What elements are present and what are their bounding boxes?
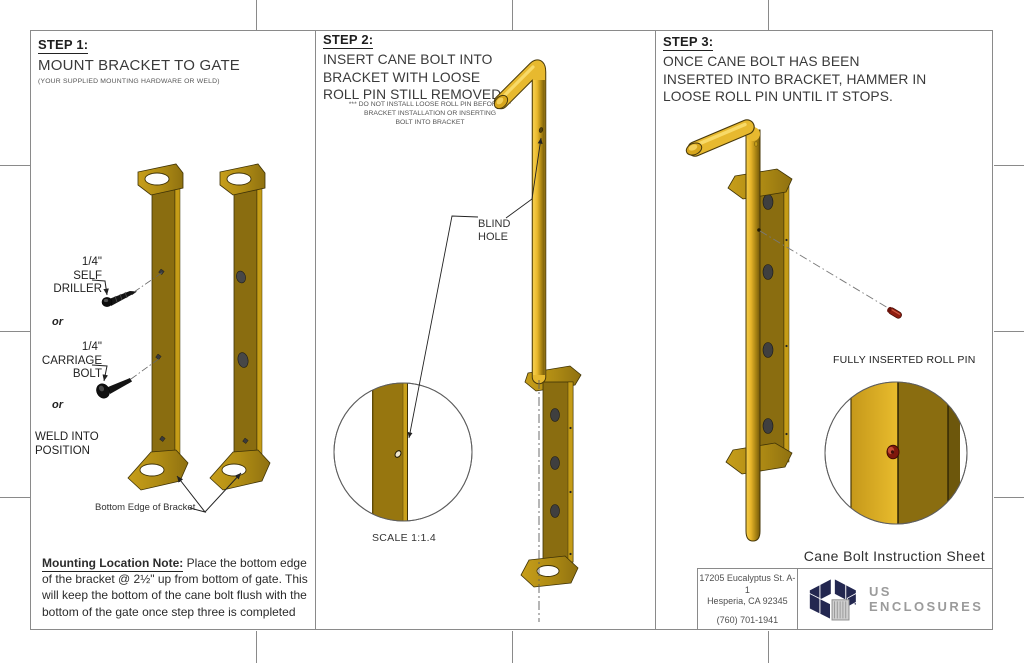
- leader-blind-hole-detail: [407, 215, 479, 439]
- projection-line: [133, 271, 164, 293]
- company-brand-name: US ENCLOSURES: [868, 584, 984, 614]
- zone-tick: [768, 0, 769, 30]
- mounting-note: Mounting Location Note: Place the bottom…: [42, 555, 318, 620]
- bracket-illustration: [520, 365, 582, 588]
- step3-illustration: [685, 119, 968, 542]
- label-blind-hole: BLIND HOLE: [478, 218, 511, 243]
- zone-tick: [512, 631, 513, 663]
- zone-tick: [994, 165, 1024, 166]
- step1-illustration: [91, 163, 271, 513]
- step2-heading: STEP 2:: [323, 32, 374, 49]
- label-bottom-edge: Bottom Edge of Bracket: [95, 502, 196, 513]
- mounting-note-body: Place the bottom edge of the bracket @ 2…: [42, 556, 308, 619]
- address-line-1: 17205 Eucalyptus St. A-1: [699, 572, 796, 595]
- step1-title: MOUNT BRACKET TO GATE: [38, 57, 241, 74]
- step2-header: STEP 2: INSERT CANE BOLT INTO BRACKET WI…: [323, 32, 502, 102]
- cane-bolt-illustration: [493, 59, 547, 385]
- zone-tick: [768, 631, 769, 663]
- zone-tick: [256, 631, 257, 663]
- roll-pin-icon: [887, 306, 902, 319]
- leader-blind-hole-up: [505, 137, 543, 219]
- blind-hole: [538, 127, 544, 133]
- roll-pin-hole: [757, 228, 761, 232]
- label-or-1: or: [52, 316, 63, 328]
- zone-tick: [994, 331, 1024, 332]
- label-or-2: or: [52, 399, 63, 411]
- address-line-2: Hesperia, CA 92345: [707, 596, 788, 607]
- label-carriage-bolt: 1/4" CARRIAGE BOLT: [41, 341, 102, 380]
- panel-divider: [315, 30, 316, 630]
- zone-tick: [994, 497, 1024, 498]
- company-brand-block: US ENCLOSURES: [798, 569, 992, 629]
- bracket-left-illustration: [127, 163, 189, 491]
- logo-vent-panel: [831, 599, 850, 621]
- zone-tick: [0, 165, 30, 166]
- company-phone: (760) 701-1941: [716, 615, 779, 626]
- us-enclosures-logo-icon: [808, 578, 857, 621]
- mounting-note-title: Mounting Location Note:: [42, 556, 184, 572]
- leader-carriage-bolt: [91, 364, 108, 382]
- zone-tick: [512, 0, 513, 30]
- leader-self-driller: [91, 279, 109, 296]
- step3-header: STEP 3: ONCE CANE BOLT HAS BEEN INSERTED…: [663, 34, 927, 104]
- bracket-right-illustration: [209, 163, 271, 491]
- carriage-bolt-icon: [96, 378, 132, 399]
- detail-circle-roll-pin: [824, 381, 968, 525]
- step1-header: STEP 1: MOUNT BRACKET TO GATE (YOUR SUPP…: [38, 36, 240, 85]
- sheet-title: Cane Bolt Instruction Sheet: [803, 548, 985, 564]
- step2-illustration: [333, 59, 582, 622]
- self-driller-icon: [101, 291, 137, 307]
- assembled-cane-bolt-illustration: [685, 119, 761, 542]
- projection-line: [130, 357, 161, 380]
- step1-heading: STEP 1:: [38, 37, 89, 54]
- detail-circle-blind-hole: [333, 382, 473, 522]
- label-scale: SCALE 1:1.4: [371, 532, 436, 544]
- label-fully-inserted: FULLY INSERTED ROLL PIN: [833, 354, 976, 366]
- step2-warning: *** DO NOT INSTALL LOOSE ROLL PIN BEFORE…: [348, 101, 512, 126]
- leader-bottom-edge-right: [204, 472, 242, 513]
- roll-pin-trajectory: [759, 230, 889, 309]
- zone-tick: [0, 331, 30, 332]
- label-self-driller: 1/4" SELF DRILLER: [53, 256, 102, 295]
- panel-divider: [655, 30, 656, 630]
- step3-heading: STEP 3:: [663, 34, 714, 51]
- step1-subtitle: (YOUR SUPPLIED MOUNTING HARDWARE OR WELD…: [38, 78, 220, 85]
- sheet-border: [30, 30, 993, 630]
- title-block: 17205 Eucalyptus St. A-1 Hesperia, CA 92…: [697, 568, 993, 630]
- zone-tick: [0, 497, 30, 498]
- label-weld: WELD INTO POSITION: [35, 431, 99, 457]
- company-address-block: 17205 Eucalyptus St. A-1 Hesperia, CA 92…: [698, 569, 798, 629]
- zone-tick: [256, 0, 257, 30]
